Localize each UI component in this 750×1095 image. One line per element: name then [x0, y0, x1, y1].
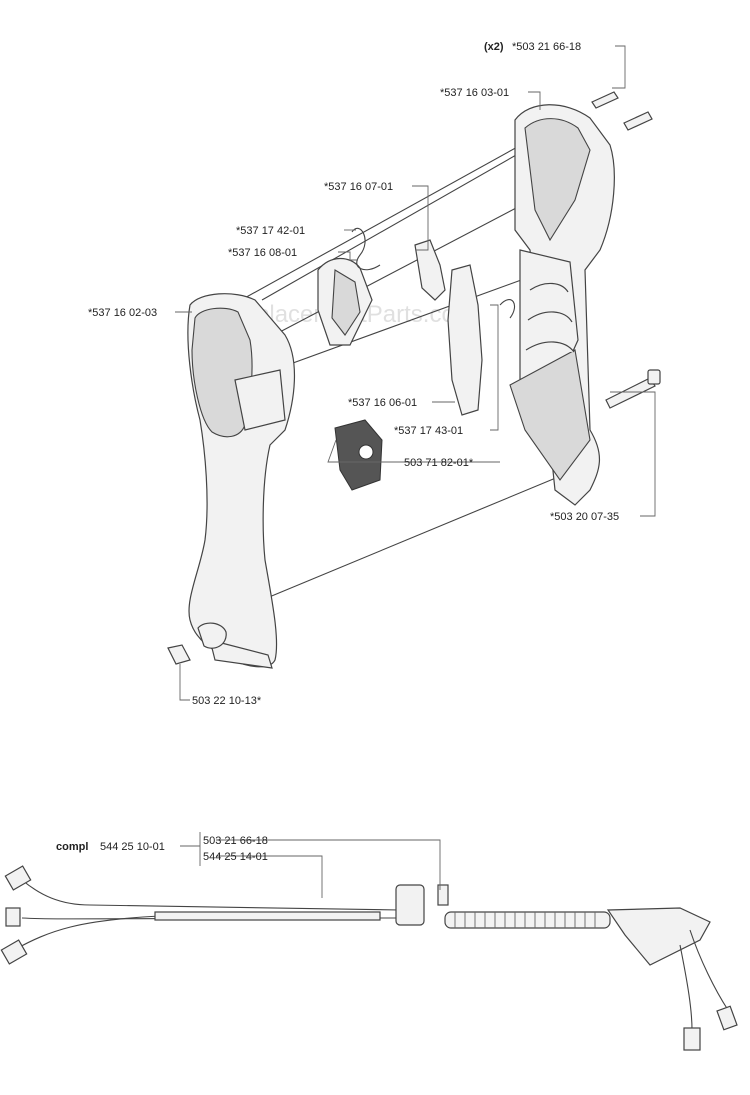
- screws: [167, 91, 661, 665]
- stop-switch: [334, 419, 383, 491]
- part-label-537174301: *537 17 43-01: [394, 425, 463, 437]
- part-label-544251401: 544 25 14-01: [203, 851, 268, 863]
- qty-x2-label: (x2): [484, 41, 504, 53]
- leader-lines-top: [175, 45, 656, 701]
- part-label-537174201: *537 17 42-01: [236, 225, 305, 237]
- coil-spring: [444, 911, 611, 929]
- part-label-537160301: *537 16 03-01: [440, 87, 509, 99]
- part-label-544251001: 544 25 10-01: [100, 841, 165, 853]
- part-label-503216618-top: *503 21 66-18: [512, 41, 581, 53]
- part-label-537160701: *537 16 07-01: [324, 181, 393, 193]
- wiring-harness: [0, 832, 738, 1051]
- throttle-parts: [317, 227, 515, 416]
- part-label-537160801: *537 16 08-01: [228, 247, 297, 259]
- part-label-503221013: 503 22 10-13*: [192, 695, 262, 707]
- frame-lines: [231, 129, 591, 601]
- compl-label: compl: [56, 841, 88, 853]
- part-label-537160601: *537 16 06-01: [348, 397, 417, 409]
- part-label-503200735: *503 20 07-35: [550, 511, 619, 523]
- part-label-537160203: *537 16 02-03: [88, 307, 157, 319]
- part-label-503718201: 503 71 82-01*: [404, 457, 474, 469]
- rear-handle: [187, 293, 296, 669]
- front-housing: [509, 104, 615, 506]
- part-label-503216618-bottom: 503 21 66-18: [203, 835, 268, 847]
